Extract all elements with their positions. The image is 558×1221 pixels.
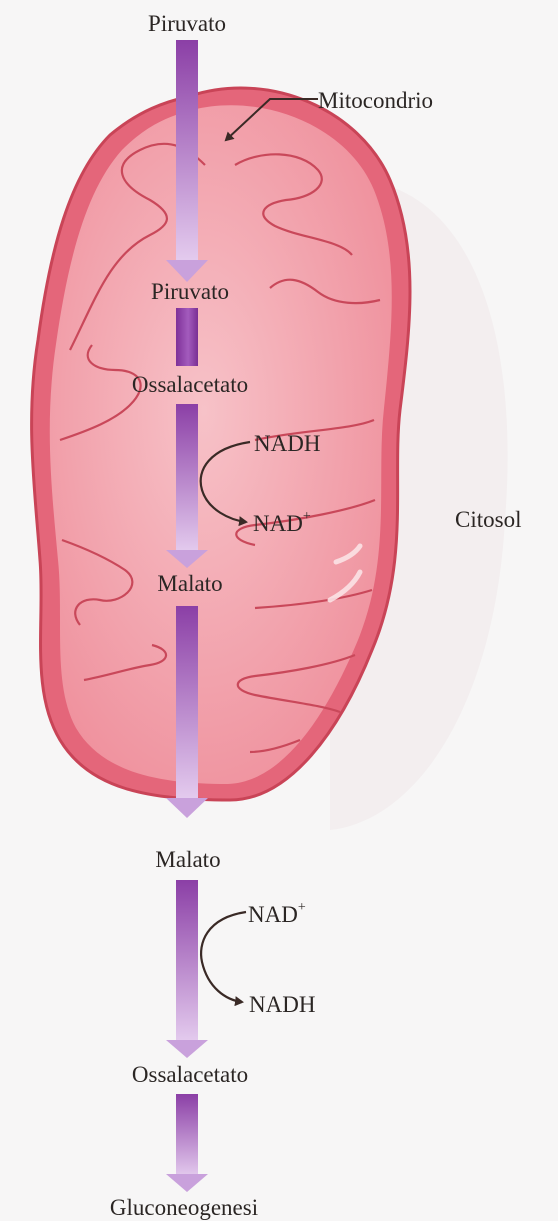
cofactor-arrow-outer bbox=[201, 912, 246, 1002]
label-piruvato-inner: Piruvato bbox=[151, 280, 229, 303]
transport-arrow-shaft-3 bbox=[176, 606, 198, 802]
superscript-plus-inner: + bbox=[303, 509, 311, 524]
conversion-arrow-shaft-4 bbox=[176, 880, 198, 1044]
label-ossalacetato-inner: Ossalacetato bbox=[132, 373, 248, 396]
label-piruvato-top: Piruvato bbox=[148, 12, 226, 35]
label-nadh-outer: NADH bbox=[249, 993, 315, 1016]
label-gluconeogenesi: Gluconeogenesi bbox=[110, 1196, 258, 1219]
label-nad-outer: NAD+ bbox=[248, 903, 306, 926]
conversion-arrow-shaft-2 bbox=[176, 404, 198, 554]
conversion-bar-1 bbox=[176, 308, 198, 366]
label-nad-inner: NAD+ bbox=[253, 512, 311, 535]
conversion-arrowhead-5 bbox=[166, 1174, 208, 1192]
conversion-arrow-shaft-5 bbox=[176, 1094, 198, 1178]
superscript-plus-outer: + bbox=[298, 900, 306, 915]
label-malato-inner: Malato bbox=[157, 572, 222, 595]
label-ossalacetato-outer: Ossalacetato bbox=[132, 1063, 248, 1086]
label-nadh-inner: NADH bbox=[254, 432, 320, 455]
conversion-arrowhead-4 bbox=[166, 1040, 208, 1058]
label-mitocondrio: Mitocondrio bbox=[318, 89, 433, 112]
label-citosol: Citosol bbox=[455, 508, 521, 531]
transport-arrow-shaft-1 bbox=[176, 40, 198, 264]
transport-arrowhead-3 bbox=[166, 798, 208, 818]
label-malato-outer: Malato bbox=[155, 848, 220, 871]
